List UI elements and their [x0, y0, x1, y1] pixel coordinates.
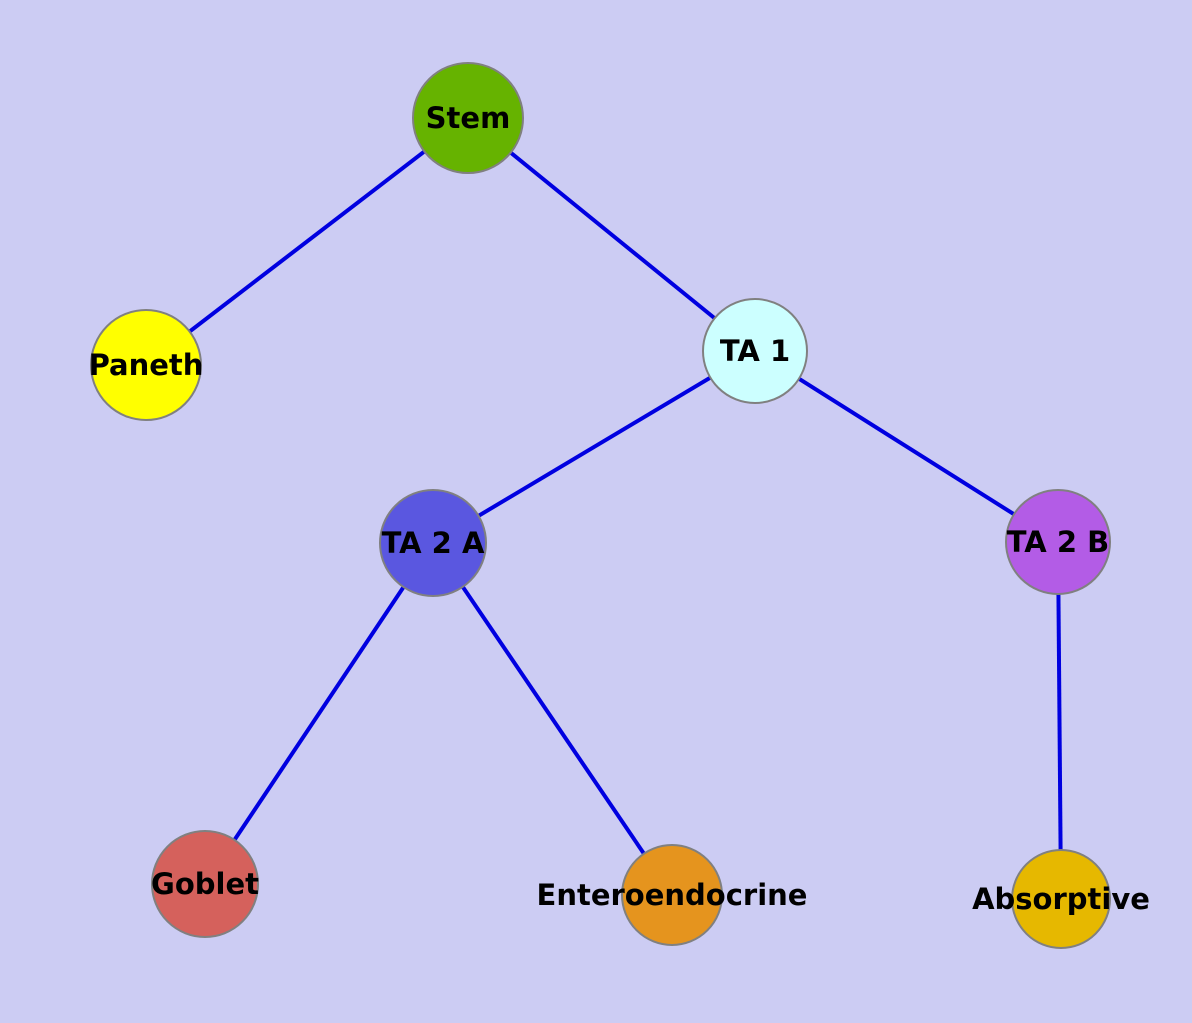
edge-ta-2-a-enteroendocrine	[431, 541, 674, 897]
node-ta-2-b[interactable]: TA 2 B	[1005, 489, 1111, 595]
edge-ta-1-ta-2-b	[753, 349, 1060, 544]
edges-layer	[144, 116, 1063, 900]
edge-ta-2-a-goblet	[203, 541, 435, 886]
node-circle-ta-2-b[interactable]	[1005, 489, 1111, 595]
node-circle-goblet[interactable]	[151, 830, 259, 938]
edge-stem-paneth	[144, 116, 470, 367]
node-circle-ta-1[interactable]	[702, 298, 808, 404]
node-circle-stem[interactable]	[412, 62, 524, 174]
node-ta-1[interactable]: TA 1	[702, 298, 808, 404]
edge-ta-2-b-absorptive	[1056, 541, 1063, 900]
node-ta-2-a[interactable]: TA 2 A	[379, 489, 487, 597]
node-paneth[interactable]: Paneth	[89, 309, 204, 421]
node-circle-paneth[interactable]	[90, 309, 202, 421]
node-circle-absorptive[interactable]	[1011, 849, 1111, 949]
node-circle-enteroendocrine[interactable]	[621, 844, 723, 946]
edge-ta-1-ta-2-a	[431, 349, 757, 545]
edge-stem-ta-1	[466, 116, 757, 353]
node-circle-ta-2-a[interactable]	[379, 489, 487, 597]
node-stem[interactable]: Stem	[412, 62, 524, 174]
node-goblet[interactable]: Goblet	[151, 830, 259, 938]
